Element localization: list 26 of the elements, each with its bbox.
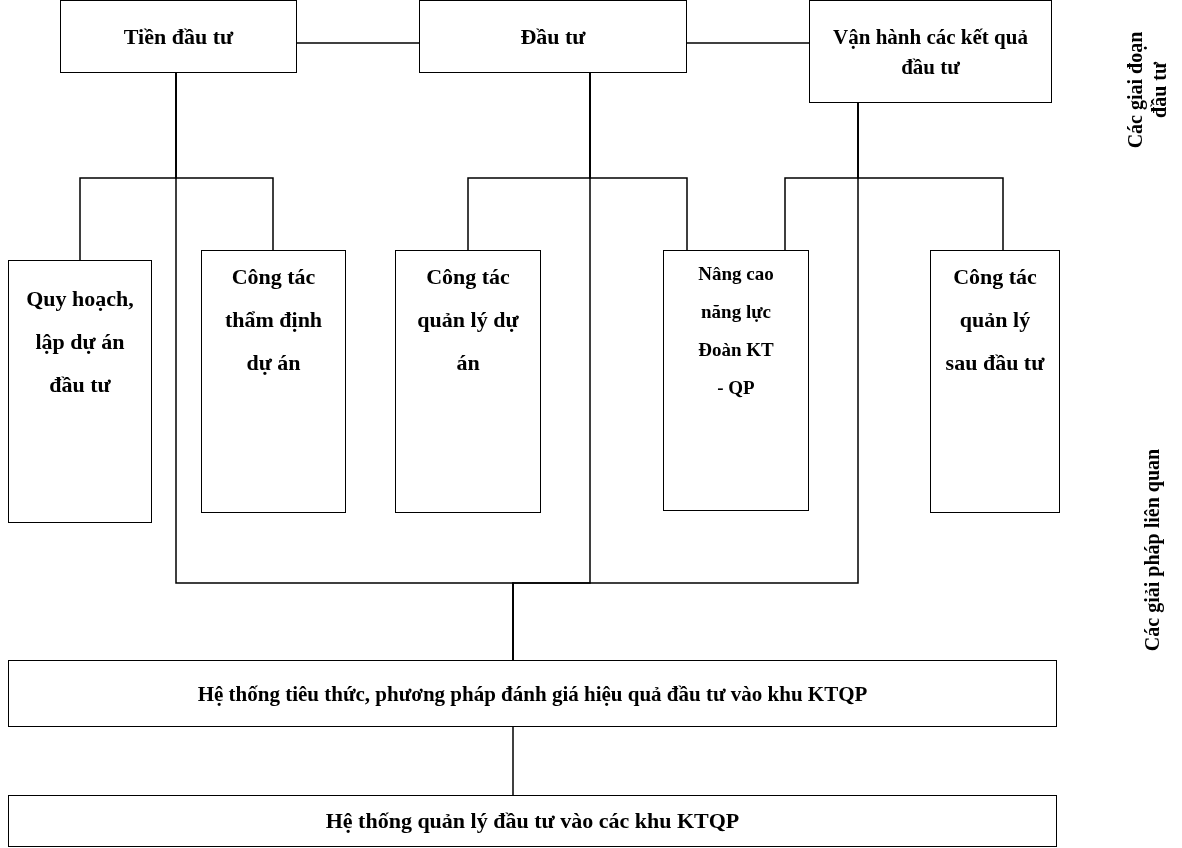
process-box — [8, 795, 1057, 847]
process-box — [201, 250, 346, 513]
connector-line — [512, 102, 859, 661]
process-box — [809, 0, 1052, 103]
process-box — [663, 250, 809, 511]
box-label: Đầu tư — [520, 22, 586, 51]
box-label: Vận hành các kết quả đầu tư — [832, 23, 1029, 81]
process-box — [395, 250, 541, 513]
box-label: Công tác quản lý dự án — [416, 263, 520, 377]
box-label: Tiền đầu tư — [123, 22, 234, 51]
process-box — [930, 250, 1060, 513]
box-label: Công tác quản lý sau đầu tư — [944, 263, 1046, 377]
box-label: Công tác thẩm định dự án — [223, 263, 324, 377]
side-label: Các giai đoạn đầu tư — [1123, 30, 1171, 151]
box-label: Hệ thống quản lý đầu tư vào các khu KTQP — [325, 807, 740, 835]
process-box — [60, 0, 297, 73]
box-label: Quy hoạch, lập dự án đầu tư — [25, 285, 135, 399]
connector-line — [512, 726, 514, 796]
box-label: Hệ thống tiêu thức, phương pháp đánh giá hiệu quả đầu tư vào khu KTQP — [197, 680, 868, 708]
connector-line — [686, 42, 810, 44]
box-label: Nâng cao năng lực Đoàn KT - QP — [697, 262, 775, 400]
connector-line — [296, 42, 420, 44]
process-box — [8, 260, 152, 523]
process-box — [419, 0, 687, 73]
process-box — [8, 660, 1057, 727]
side-label: Các giải pháp liên quan — [1140, 448, 1164, 652]
